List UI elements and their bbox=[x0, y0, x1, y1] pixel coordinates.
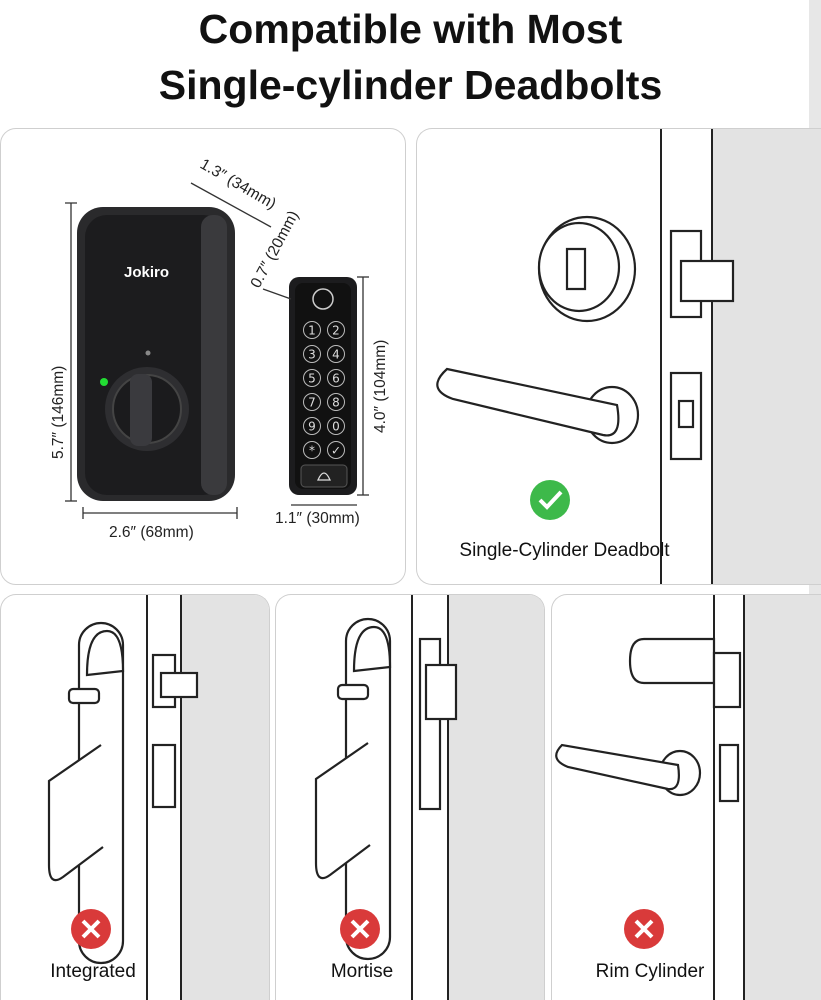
keypad-key-label: 6 bbox=[332, 372, 340, 386]
keypad-key-label: 5 bbox=[308, 372, 316, 386]
smart-lock-image bbox=[77, 207, 235, 501]
keypad-key-label: 4 bbox=[332, 348, 340, 362]
compat-label-single-cylinder: Single-Cylinder Deadbolt bbox=[459, 540, 670, 561]
integrated-lock-illustration bbox=[47, 621, 199, 965]
keypad-key bbox=[303, 441, 321, 459]
dimension-lines bbox=[65, 182, 369, 519]
dim-lock-depth: 1.3″ (34mm) bbox=[197, 156, 279, 213]
keypad-key bbox=[327, 441, 345, 459]
page-title: Compatible with Most Single-cylinder Dea… bbox=[0, 2, 821, 114]
keypad-key bbox=[327, 321, 345, 339]
keypad-key bbox=[327, 369, 345, 387]
title-line-1: Compatible with Most bbox=[198, 6, 623, 52]
compat-card-rim-cylinder: Rim Cylinder bbox=[551, 594, 821, 1000]
keypad-key bbox=[303, 321, 321, 339]
keypad-key bbox=[303, 369, 321, 387]
check-icon bbox=[530, 480, 570, 520]
compat-card-mortise: Mortise bbox=[275, 594, 545, 1000]
dim-lock-width: 2.6″ (68mm) bbox=[109, 524, 194, 541]
compat-label-mortise: Mortise bbox=[330, 961, 394, 982]
keypad-key bbox=[327, 417, 345, 435]
keypad-key-label: 8 bbox=[332, 396, 340, 410]
keypad-key-label: 7 bbox=[308, 396, 316, 410]
compat-label-rim-cylinder: Rim Cylinder bbox=[595, 961, 705, 982]
dim-keypad-height: 4.0″ (104mm) bbox=[372, 340, 389, 433]
keypad-key-label: 0 bbox=[332, 420, 340, 434]
keypad-key-label: 3 bbox=[308, 348, 316, 362]
dim-keypad-width: 1.1″ (30mm) bbox=[275, 510, 360, 527]
title-line-2: Single-cylinder Deadbolts bbox=[158, 62, 663, 108]
deadbolt-illustration bbox=[436, 215, 735, 461]
keypad-image bbox=[289, 277, 357, 495]
brand-logo: Jokiro bbox=[124, 264, 169, 281]
compat-card-single-cylinder: Single-Cylinder Deadbolt bbox=[416, 128, 821, 585]
keypad-key bbox=[303, 345, 321, 363]
keypad-key-label: * bbox=[309, 444, 315, 458]
dim-lock-height: 5.7″ (146mm) bbox=[50, 366, 67, 459]
keypad-key-label: 9 bbox=[308, 420, 316, 434]
keypad-key-label: 1 bbox=[308, 324, 316, 338]
product-dimensions-card: Jokiro 1 2 3 4 5 6 7 8 9 0 * ✓ 5.7″ (146mm) 2.6″ (6… bbox=[0, 128, 406, 585]
rim-lock-illustration bbox=[555, 637, 742, 803]
keypad-key bbox=[303, 417, 321, 435]
keypad-key bbox=[303, 393, 321, 411]
keypad-key bbox=[327, 345, 345, 363]
compat-label-integrated: Integrated bbox=[50, 961, 136, 982]
compat-card-integrated: Integrated bbox=[0, 594, 270, 1000]
keypad-key-label: ✓ bbox=[331, 444, 341, 458]
keypad-key-label: 2 bbox=[332, 324, 340, 338]
mortise-lock-illustration bbox=[314, 617, 458, 961]
keypad-key bbox=[327, 393, 345, 411]
